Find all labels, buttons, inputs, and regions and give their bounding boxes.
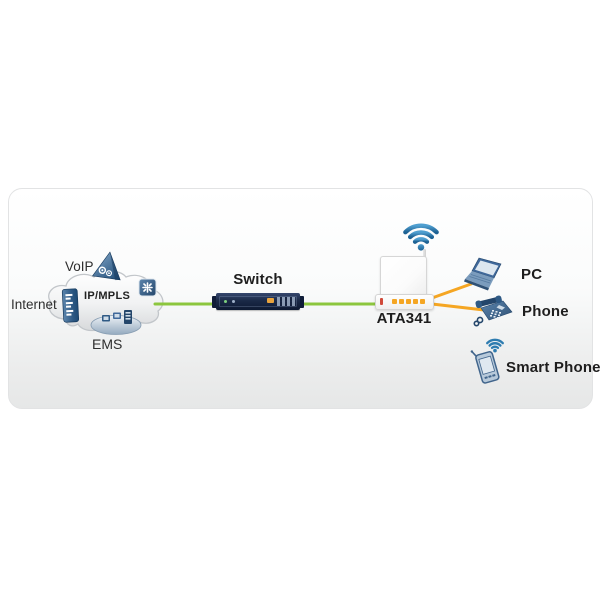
router-icon [138,278,157,297]
ata-port [420,299,425,304]
ems-label: EMS [92,336,123,352]
pc-label: PC [521,266,543,283]
switch-label: Switch [233,271,283,288]
switch-leds [224,300,227,303]
switch-device [212,293,304,310]
switch-mount-ear [212,296,216,308]
ata-port [392,299,397,304]
ata-port [399,299,404,304]
ems-icon [90,310,142,335]
ata-label: ATA341 [376,310,432,327]
ata-port [413,299,418,304]
ipmpls-label: IP/MPLS [84,290,131,302]
ata-device [380,256,427,300]
ata-base-ports [375,294,434,310]
internet-label: Internet [11,297,57,312]
internet-node-icon [61,288,80,323]
pc-icon [464,257,502,291]
voip-label: VoIP [65,259,94,274]
wifi-icon [403,223,439,251]
phone-label: Phone [522,303,569,320]
smartphone-wifi-icon [486,338,504,353]
switch-logo [267,298,274,303]
switch-mount-ear [300,296,304,308]
ata-power-mark [380,298,383,305]
ata-port [406,299,411,304]
smartphone-icon [470,350,500,384]
switch-ports [277,297,295,306]
switch-faceplate [219,296,297,307]
voip-icon [92,251,121,281]
phone-icon [473,295,513,327]
smartphone-label: Smart Phone [506,359,600,376]
